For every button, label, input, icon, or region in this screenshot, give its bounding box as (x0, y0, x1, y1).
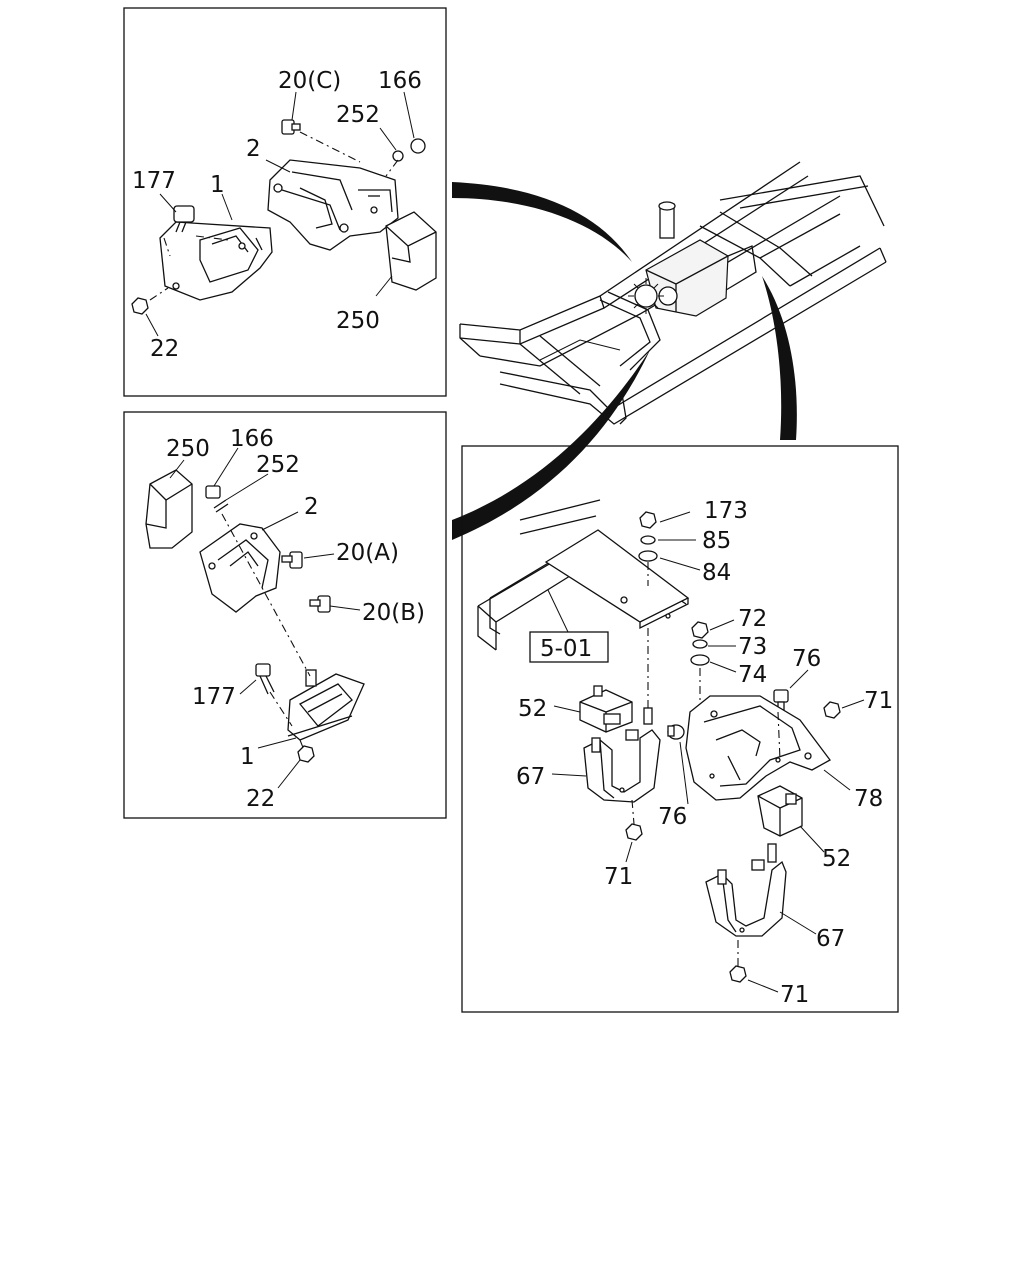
mount-bracket-lower (199, 523, 281, 613)
label-1-upper: 1 (210, 172, 225, 198)
nut-166-lower (205, 485, 221, 499)
panel-top-left-frame (123, 7, 447, 397)
label-166-lower: 166 (230, 426, 274, 452)
label-67-lower: 67 (816, 926, 845, 952)
label-166-upper: 166 (378, 68, 422, 94)
label-71-upper-right: 71 (864, 688, 893, 714)
washer-252-lower (213, 499, 229, 513)
engine-mount-lower (287, 669, 365, 741)
insulator-52-lower (757, 785, 803, 837)
label-22-upper: 22 (150, 336, 179, 362)
nut-71-upper-right (823, 701, 841, 719)
heat-cover-250-upper (385, 211, 437, 291)
panel-mid-left: 250 166 252 2 20(A) 20(B) 177 1 22 (123, 411, 447, 819)
label-173: 173 (704, 498, 748, 524)
label-20a: 20(A) (336, 540, 399, 566)
bolt-177-upper (173, 205, 195, 233)
label-71-middle: 71 (604, 864, 633, 890)
label-250-upper: 250 (336, 308, 380, 334)
label-2-upper: 2 (246, 136, 261, 162)
bolt-20b (309, 595, 331, 613)
panel-top-left: 20(C) 166 252 2 177 1 250 22 (123, 7, 447, 397)
label-252-lower: 252 (256, 452, 300, 478)
panel-right-frame (461, 445, 899, 1013)
label-74: 74 (738, 662, 767, 688)
label-2-lower: 2 (304, 494, 319, 520)
insulator-52-upper (579, 685, 633, 733)
ref-box-label: 5-01 (540, 636, 592, 662)
nut-72 (691, 621, 709, 639)
nut-22-upper (131, 297, 149, 315)
label-20c-upper: 20(C) (278, 68, 341, 94)
bracket-67-upper (583, 707, 661, 803)
label-1-lower: 1 (240, 744, 255, 770)
label-52-lower: 52 (822, 846, 851, 872)
mount-location-marker (634, 284, 658, 308)
panel-right: 5-01 (461, 445, 899, 1013)
label-72: 72 (738, 606, 767, 632)
panel-mid-left-frame (123, 411, 447, 819)
washer-74 (690, 654, 710, 666)
label-177-upper: 177 (132, 168, 176, 194)
bolt-76-left (667, 724, 685, 740)
label-71-bottom: 71 (780, 982, 809, 1008)
label-22-lower: 22 (246, 786, 275, 812)
callout-arc-mid-left (452, 350, 650, 540)
label-85: 85 (702, 528, 731, 554)
ref-box-5-01 (529, 631, 609, 663)
label-67-upper: 67 (516, 764, 545, 790)
heat-cover-250-lower (145, 469, 193, 549)
label-177-lower: 177 (192, 684, 236, 710)
label-78: 78 (854, 786, 883, 812)
nut-173 (639, 511, 657, 529)
washer-84 (638, 550, 658, 562)
label-252-upper: 252 (336, 102, 380, 128)
frame-crossmember (477, 499, 690, 651)
label-84: 84 (702, 560, 731, 586)
label-250-lower: 250 (166, 436, 210, 462)
callout-arc-right (762, 276, 797, 440)
nut-22-lower (297, 745, 315, 763)
nut-166-upper (410, 138, 426, 154)
label-76-right: 76 (792, 646, 821, 672)
mount-bracket-upper (267, 159, 399, 251)
crossmember-bracket-78 (685, 695, 831, 801)
bolt-177-lower (255, 663, 275, 695)
bracket-67-lower (705, 843, 787, 937)
label-73: 73 (738, 634, 767, 660)
label-20b: 20(B) (362, 600, 425, 626)
spring-washer-73 (692, 639, 708, 649)
washer-252-upper (392, 150, 404, 162)
engine-mount-upper (159, 221, 273, 301)
bolt-20c (281, 119, 301, 135)
label-76-left: 76 (658, 804, 687, 830)
nut-71-bottom (729, 965, 747, 983)
nut-71-middle (625, 823, 643, 841)
spring-washer-85 (640, 535, 656, 545)
bolt-76-right (773, 689, 789, 711)
callout-arc-top-left (452, 182, 632, 262)
bolt-20a (281, 551, 303, 569)
label-52-upper: 52 (518, 696, 547, 722)
